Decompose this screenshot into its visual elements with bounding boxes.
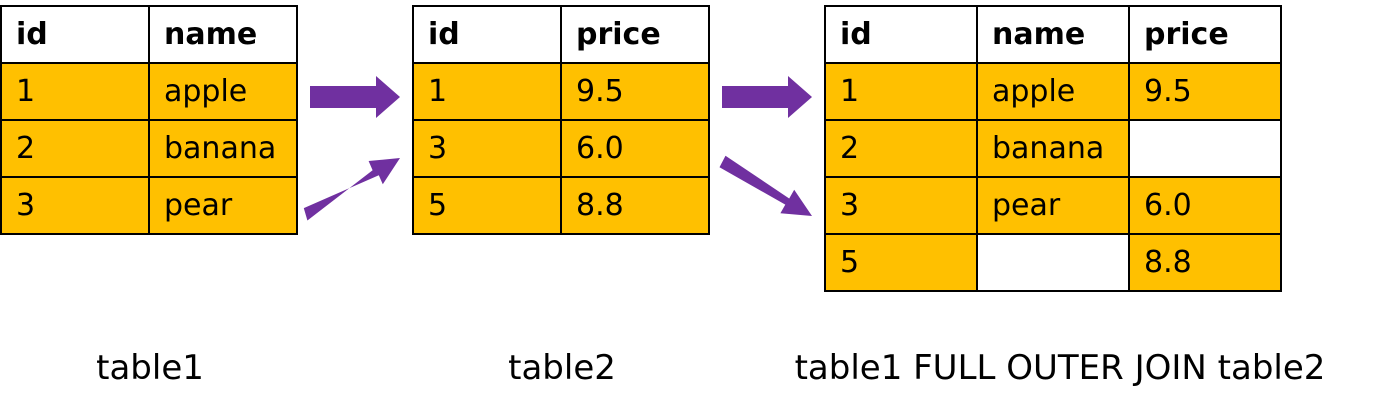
table1: id name 1 apple 2 banana 3 pear (0, 5, 298, 235)
header-cell: name (148, 5, 298, 64)
cell: banana (148, 119, 298, 178)
table-row: 3 pear (0, 176, 298, 235)
table-header-row: id name (0, 5, 298, 64)
cell: 9.5 (560, 62, 710, 121)
table-row: 1 apple 9.5 (824, 62, 1282, 121)
cell: 3 (412, 119, 562, 178)
header-cell: id (0, 5, 150, 64)
cell: apple (148, 62, 298, 121)
table-row: 1 9.5 (412, 62, 710, 121)
cell: pear (148, 176, 298, 235)
cell: 5 (824, 233, 978, 292)
table-row: 2 banana (824, 119, 1282, 178)
cell: 2 (0, 119, 150, 178)
cell: 5 (412, 176, 562, 235)
table-row: 5 8.8 (824, 233, 1282, 292)
cell: 3 (0, 176, 150, 235)
empty-cell (1128, 119, 1282, 178)
cell: 3 (824, 176, 978, 235)
table1-caption: table1 (96, 348, 204, 388)
header-cell: name (976, 5, 1130, 64)
cell: 6.0 (560, 119, 710, 178)
cell: 8.8 (560, 176, 710, 235)
cell: 9.5 (1128, 62, 1282, 121)
table-row: 1 apple (0, 62, 298, 121)
table-row: 3 pear 6.0 (824, 176, 1282, 235)
table2-caption: table2 (508, 348, 616, 388)
empty-cell (976, 233, 1130, 292)
table-row: 5 8.8 (412, 176, 710, 235)
arrow-down-right-icon (719, 155, 812, 216)
arrow-right-icon (310, 76, 400, 118)
table-header-row: id name price (824, 5, 1282, 64)
header-cell: id (412, 5, 562, 64)
cell: 1 (412, 62, 562, 121)
cell: 2 (824, 119, 978, 178)
arrow-up-right-icon (303, 158, 400, 221)
cell: apple (976, 62, 1130, 121)
cell: 1 (824, 62, 978, 121)
cell: banana (976, 119, 1130, 178)
cell: pear (976, 176, 1130, 235)
table2: id price 1 9.5 3 6.0 5 8.8 (412, 5, 710, 235)
arrow-right-icon (722, 76, 812, 118)
result-table: id name price 1 apple 9.5 2 banana 3 pea… (824, 5, 1282, 292)
cell: 1 (0, 62, 150, 121)
header-cell: price (1128, 5, 1282, 64)
table-header-row: id price (412, 5, 710, 64)
header-cell: price (560, 5, 710, 64)
table-row: 2 banana (0, 119, 298, 178)
table-row: 3 6.0 (412, 119, 710, 178)
result-caption: table1 FULL OUTER JOIN table2 (794, 348, 1326, 388)
cell: 6.0 (1128, 176, 1282, 235)
header-cell: id (824, 5, 978, 64)
cell: 8.8 (1128, 233, 1282, 292)
